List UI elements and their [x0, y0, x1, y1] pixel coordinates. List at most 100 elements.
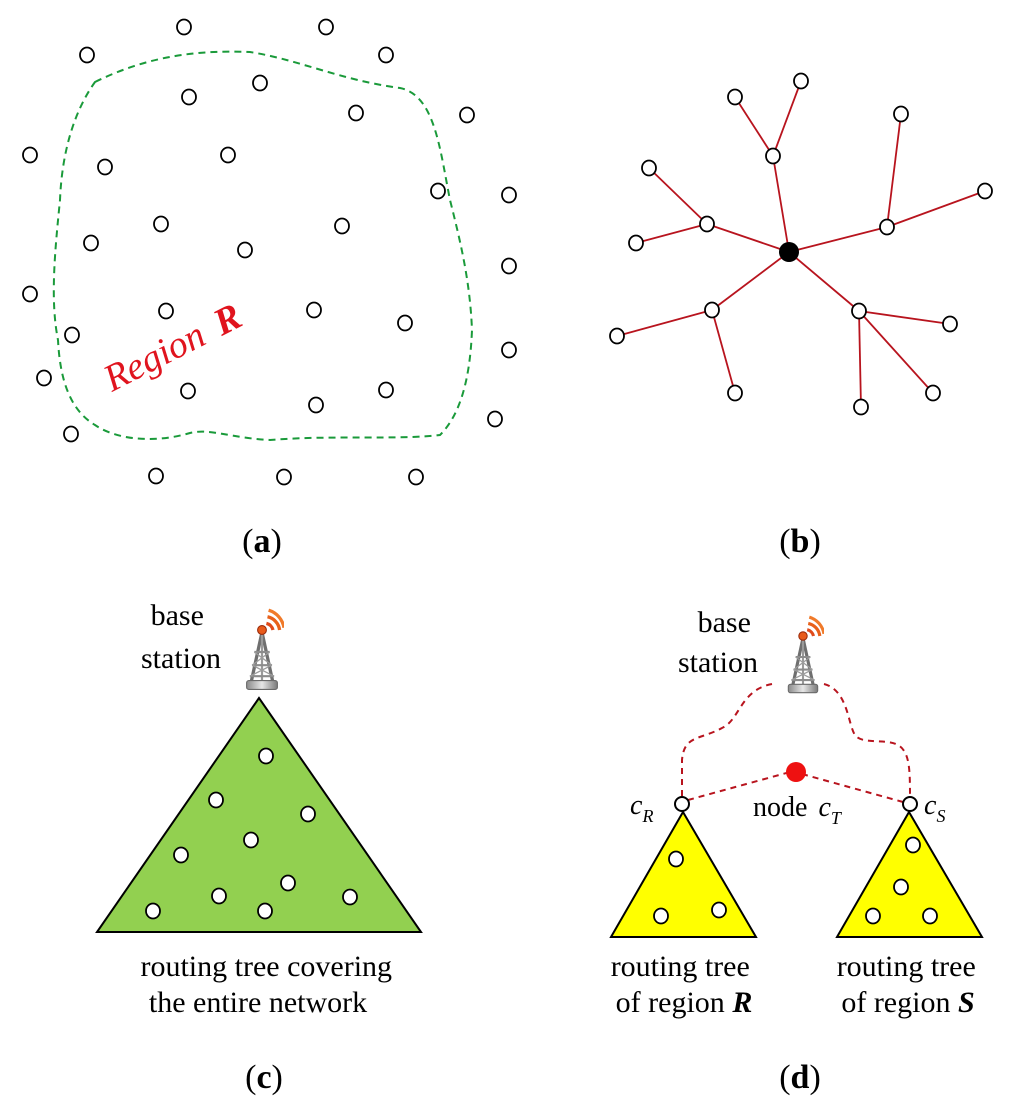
sensor-node: [459, 106, 475, 124]
tree-node: [942, 315, 958, 333]
base-station-label-d: base station: [678, 606, 758, 679]
tree-edge: [788, 251, 860, 312]
label-node-cT: node cT: [753, 792, 843, 828]
tree-node: [727, 384, 743, 402]
root-node-b: [779, 242, 799, 262]
tree-node: [879, 218, 895, 236]
sensor-node: [64, 326, 80, 344]
label-cR: cR: [630, 790, 653, 826]
sensor-node: [306, 301, 322, 319]
routing-tree-triangle-region-s: [835, 810, 984, 938]
caption-b: (b): [779, 523, 821, 560]
tree-node: [641, 159, 657, 177]
sensor-node: [318, 18, 334, 36]
tree-node: [628, 234, 644, 252]
sensor-node: [501, 341, 517, 359]
sensor-node: [280, 874, 296, 892]
tree-edge: [886, 190, 986, 228]
tree-edge: [858, 310, 951, 325]
sensor-node: [158, 302, 174, 320]
routing-tree-triangle-c: [95, 696, 423, 933]
tree-edge: [772, 80, 802, 157]
tree-label-region-r: routing tree of region R: [611, 950, 758, 1019]
region-r-boundary: [52, 50, 474, 442]
sensor-node: [208, 791, 224, 809]
caption-c: (c): [245, 1059, 283, 1096]
tree-node: [727, 88, 743, 106]
sensor-node: [300, 805, 316, 823]
routing-tree-nodes-b: [609, 72, 993, 416]
sensor-node: [237, 241, 253, 259]
sensor-node: [865, 907, 881, 925]
sensor-node: [378, 46, 394, 64]
tree-edge: [734, 96, 774, 157]
sensor-node: [145, 902, 161, 920]
tree-edge: [616, 309, 713, 337]
sensor-node: [334, 217, 350, 235]
sensor-node: [181, 88, 197, 106]
sensor-node: [63, 425, 79, 443]
sensor-node: [430, 182, 446, 200]
tree-label-c: routing tree covering the entire network: [140, 950, 399, 1019]
sensor-node: [22, 285, 38, 303]
tree-edge: [858, 310, 862, 408]
tree-edge: [635, 223, 708, 244]
sensor-node: [397, 314, 413, 332]
base-station-label-c: base station: [141, 599, 221, 675]
sensor-node: [220, 146, 236, 164]
tree-node: [925, 384, 941, 402]
tree-edge: [706, 223, 790, 253]
sensor-node: [905, 836, 921, 854]
tree-edge: [711, 309, 736, 394]
node-cS: [902, 796, 918, 812]
sensor-node: [36, 369, 52, 387]
panel-a: Region R (a): [22, 18, 517, 560]
caption-d: (d): [779, 1059, 821, 1096]
sensor-node: [173, 846, 189, 864]
sensor-node: [22, 146, 38, 164]
sensor-node: [211, 887, 227, 905]
tree-node: [699, 215, 715, 233]
sensor-node: [180, 382, 196, 400]
sensor-node: [276, 468, 292, 486]
dashed-link-base-to-cS: [823, 683, 911, 801]
sensor-node: [378, 381, 394, 399]
tree-node: [977, 182, 993, 200]
tree-edge: [648, 167, 708, 225]
tree-edge: [788, 226, 888, 253]
sensor-node: [83, 234, 99, 252]
dashed-link-cT-to-cS: [801, 773, 904, 803]
sensor-node: [243, 831, 259, 849]
sensor-node: [258, 747, 274, 765]
routing-tree-edges-b: [616, 80, 986, 408]
panel-d: base station cR cS node cT routing tree …: [609, 606, 984, 1096]
sensor-node: [487, 410, 503, 428]
sensor-node: [922, 907, 938, 925]
routing-tree-triangle-region-r: [609, 810, 758, 938]
sensor-node: [176, 18, 192, 36]
sensor-node: [501, 186, 517, 204]
node-cT: [786, 762, 806, 782]
tree-label-region-s: routing tree of region S: [837, 950, 984, 1019]
sensor-node: [97, 158, 113, 176]
sensor-node: [148, 467, 164, 485]
base-station-tower-icon: [786, 615, 824, 695]
node-cR: [674, 796, 690, 812]
tree-edge: [858, 310, 934, 394]
tree-node: [893, 105, 909, 123]
tree-node: [793, 72, 809, 90]
sensor-node: [257, 902, 273, 920]
tree-node: [609, 327, 625, 345]
tree-node: [704, 301, 720, 319]
sensor-node: [79, 46, 95, 64]
sensor-node: [711, 901, 727, 919]
tree-node: [765, 147, 781, 165]
dashed-link-cR-to-cT: [687, 771, 791, 801]
sensor-node: [501, 257, 517, 275]
tree-edge: [886, 113, 902, 228]
sensor-node: [653, 907, 669, 925]
sensor-nodes-c: [145, 747, 358, 920]
sensor-nodes-d: [653, 836, 938, 925]
panel-b: (b): [609, 72, 993, 560]
sensor-node: [408, 468, 424, 486]
